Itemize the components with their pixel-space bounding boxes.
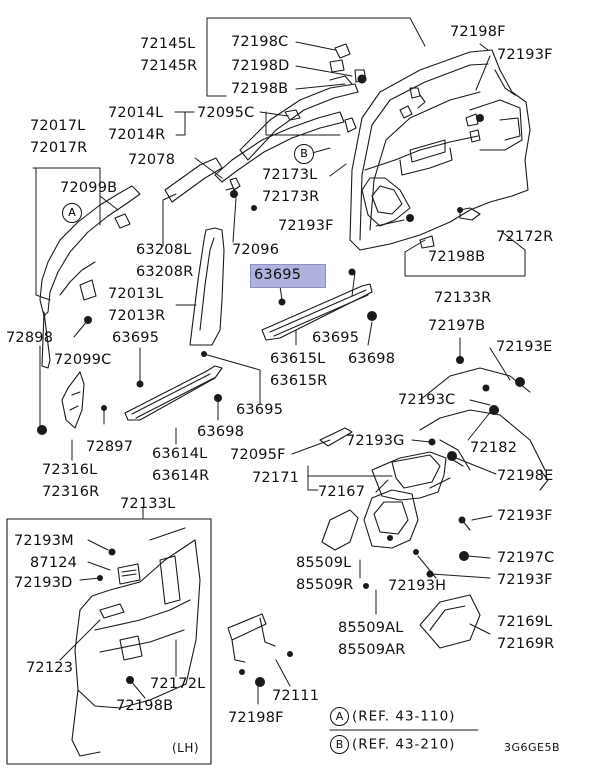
reference-b-circle: B: [330, 735, 349, 754]
part-label-72096[interactable]: 72096: [232, 242, 280, 258]
console-assembly: [321, 367, 549, 649]
part-label-72095F[interactable]: 72095F: [230, 447, 286, 463]
part-label-72145L[interactable]: 72145L: [140, 36, 196, 52]
callout-a[interactable]: A: [62, 203, 82, 223]
reference-a-text: (REF. 43-110): [352, 708, 456, 725]
part-label-72197C[interactable]: 72197C: [497, 550, 555, 566]
part-label-72193G[interactable]: 72193G: [346, 433, 405, 449]
part-label-72193F-r2[interactable]: 72193F: [497, 572, 553, 588]
part-label-72173R[interactable]: 72173R: [262, 189, 320, 205]
rear-quarter-trim-right: [349, 49, 531, 251]
part-label-63615L[interactable]: 63615L: [270, 351, 326, 367]
highlighted-part-box: [250, 264, 326, 288]
part-label-85509R[interactable]: 85509R: [296, 577, 354, 593]
reference-b[interactable]: B(REF. 43-210): [330, 735, 455, 754]
part-label-63208R[interactable]: 63208R: [136, 264, 194, 280]
part-label-63695-highlighted[interactable]: 63695: [254, 267, 302, 283]
inset-side-label: (LH): [172, 741, 200, 755]
part-label-85509L[interactable]: 85509L: [296, 555, 352, 571]
part-label-72198C[interactable]: 72198C: [231, 34, 289, 50]
part-label-72013R[interactable]: 72013R: [108, 308, 166, 324]
part-label-72169L[interactable]: 72169L: [497, 614, 553, 630]
callout-b[interactable]: B: [294, 144, 314, 164]
part-label-72169R[interactable]: 72169R: [497, 636, 555, 652]
part-label-72316R[interactable]: 72316R: [42, 484, 100, 500]
part-label-63614R[interactable]: 63614R: [152, 468, 210, 484]
reference-a-circle: A: [330, 707, 349, 726]
part-label-72198B-inset[interactable]: 72198B: [116, 698, 174, 714]
part-label-87124[interactable]: 87124: [30, 555, 78, 571]
center-pillar-trim: [164, 157, 241, 346]
part-label-72099B[interactable]: 72099B: [60, 180, 118, 196]
part-label-72193H[interactable]: 72193H: [388, 578, 447, 594]
a-pillar-trim: [39, 185, 141, 369]
part-label-72167[interactable]: 72167: [318, 484, 366, 500]
part-label-72172L[interactable]: 72172L: [150, 676, 206, 692]
part-label-72123[interactable]: 72123: [26, 660, 74, 676]
part-label-72014R[interactable]: 72014R: [108, 127, 166, 143]
part-label-72182[interactable]: 72182: [470, 440, 518, 456]
part-label-72193C[interactable]: 72193C: [398, 392, 456, 408]
bracket-72111: [227, 613, 276, 663]
part-label-63698-a[interactable]: 63698: [348, 351, 396, 367]
part-label-72133R[interactable]: 72133R: [434, 290, 492, 306]
part-label-72095C[interactable]: 72095C: [197, 105, 255, 121]
catalog-code: 3G6GE5B: [504, 741, 561, 754]
part-label-72017L[interactable]: 72017L: [30, 118, 86, 134]
part-label-72897[interactable]: 72897: [86, 439, 134, 455]
part-label-63208L[interactable]: 63208L: [136, 242, 192, 258]
part-label-63615R[interactable]: 63615R: [270, 373, 328, 389]
part-label-72193D[interactable]: 72193D: [14, 575, 73, 591]
part-label-72078[interactable]: 72078: [128, 152, 176, 168]
part-label-72198F-top[interactable]: 72198F: [450, 24, 506, 40]
upper-pillar-trims: [214, 43, 367, 183]
reference-a[interactable]: A(REF. 43-110): [330, 707, 455, 726]
part-label-72145R[interactable]: 72145R: [140, 58, 198, 74]
part-label-72198F-bottom[interactable]: 72198F: [228, 710, 284, 726]
reference-b-text: (REF. 43-210): [352, 736, 456, 753]
part-label-72316L[interactable]: 72316L: [42, 462, 98, 478]
part-label-72111[interactable]: 72111: [272, 688, 320, 704]
part-label-72171[interactable]: 72171: [252, 470, 300, 486]
part-label-72198B-mid[interactable]: 72198B: [428, 249, 486, 265]
part-label-72198E[interactable]: 72198E: [497, 468, 554, 484]
part-label-72014L[interactable]: 72014L: [108, 105, 164, 121]
part-label-72193F-r1[interactable]: 72193F: [497, 508, 553, 524]
part-label-72017R[interactable]: 72017R: [30, 140, 88, 156]
part-label-63695-c[interactable]: 63695: [236, 402, 284, 418]
part-label-72193F-top[interactable]: 72193F: [497, 47, 553, 63]
part-label-63698-b[interactable]: 63698: [197, 424, 245, 440]
part-label-72898[interactable]: 72898: [6, 330, 54, 346]
part-label-72013L[interactable]: 72013L: [108, 286, 164, 302]
part-label-72193F-mid[interactable]: 72193F: [278, 218, 334, 234]
part-label-72198D[interactable]: 72198D: [231, 58, 290, 74]
part-label-85509AL[interactable]: 85509AL: [338, 620, 404, 636]
part-label-72133L[interactable]: 72133L: [120, 496, 176, 512]
part-label-72197B[interactable]: 72197B: [428, 318, 486, 334]
part-label-72198B-top[interactable]: 72198B: [231, 81, 289, 97]
part-label-63614L[interactable]: 63614L: [152, 446, 208, 462]
part-label-72193M[interactable]: 72193M: [14, 533, 74, 549]
part-label-72099C[interactable]: 72099C: [54, 352, 112, 368]
scuff-plates: [124, 283, 373, 421]
part-label-63695-b[interactable]: 63695: [312, 330, 360, 346]
part-label-85509AR[interactable]: 85509AR: [338, 642, 406, 658]
part-label-72173L[interactable]: 72173L: [262, 167, 318, 183]
part-label-72172R[interactable]: 72172R: [496, 229, 554, 245]
hardware-clips: [37, 74, 525, 687]
lh-inset-box: [6, 518, 212, 765]
part-label-72193E[interactable]: 72193E: [496, 339, 553, 355]
part-label-63695-a[interactable]: 63695: [112, 330, 160, 346]
clip-bar-72095F: [319, 427, 353, 447]
lower-bracket-72316: [61, 371, 85, 429]
